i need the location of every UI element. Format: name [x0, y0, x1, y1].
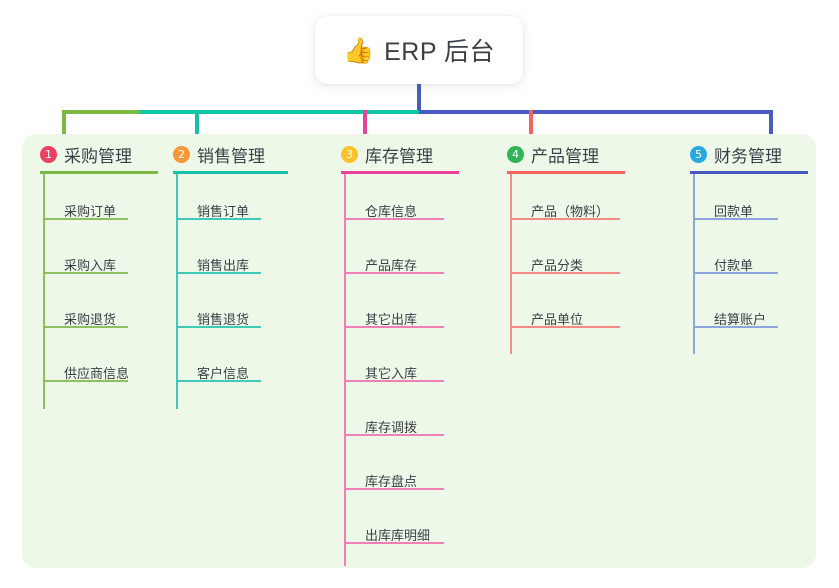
leaf-item-rule	[510, 218, 620, 220]
leaf-item-rule	[344, 218, 444, 220]
leaf-item-label[interactable]: 库存调拨	[365, 420, 418, 435]
branch-header-inventory[interactable]: 3 库存管理	[341, 142, 433, 167]
leaf-item-label[interactable]: 采购订单	[64, 204, 117, 219]
branch-badge-inventory: 3	[341, 146, 358, 163]
connector-drop-product	[529, 110, 533, 146]
branch-spine-finance	[693, 174, 695, 354]
leaf-item-rule	[693, 272, 778, 274]
leaf-item-label[interactable]: 销售订单	[197, 204, 250, 219]
branch-title-product: 产品管理	[531, 147, 599, 166]
connector-bus-teal	[140, 110, 419, 114]
leaf-item-rule	[43, 218, 128, 220]
leaf-item-rule	[510, 272, 620, 274]
leaf-item-rule	[693, 218, 778, 220]
branch-header-product[interactable]: 4 产品管理	[507, 142, 599, 167]
connector-bus-green	[62, 110, 140, 114]
leaf-item-rule	[43, 380, 128, 382]
leaf-item-rule	[43, 272, 128, 274]
leaf-item-label[interactable]: 销售退货	[197, 312, 250, 327]
branch-rule-purchase	[40, 171, 158, 174]
leaf-item-label[interactable]: 产品（物料）	[531, 204, 610, 219]
connector-bus-blue	[419, 110, 773, 114]
branch-header-sales[interactable]: 2 销售管理	[173, 142, 265, 167]
connector-trunk	[417, 84, 421, 111]
leaf-item-label[interactable]: 产品单位	[531, 312, 584, 327]
leaf-item-rule	[176, 326, 261, 328]
leaf-item-label[interactable]: 产品库存	[365, 258, 418, 273]
branch-badge-product: 4	[507, 146, 524, 163]
leaf-item-label[interactable]: 采购入库	[64, 258, 117, 273]
thumbs-up-icon: 👍	[342, 35, 375, 65]
connector-drop-sales	[195, 110, 199, 146]
leaf-item-label[interactable]: 回款单	[714, 204, 754, 219]
leaf-item-rule	[344, 434, 444, 436]
branch-rule-inventory	[341, 171, 459, 174]
leaf-item-label[interactable]: 仓库信息	[365, 204, 418, 219]
leaf-item-rule	[693, 326, 778, 328]
leaf-item-label[interactable]: 供应商信息	[64, 366, 130, 381]
leaf-item-rule	[43, 326, 128, 328]
branch-badge-finance: 5	[690, 146, 707, 163]
branch-rule-sales	[173, 171, 288, 174]
leaf-item-rule	[344, 380, 444, 382]
branch-title-purchase: 采购管理	[64, 147, 132, 166]
connector-drop-finance	[769, 110, 773, 146]
leaf-item-rule	[344, 272, 444, 274]
leaf-item-rule	[176, 380, 261, 382]
leaf-item-label[interactable]: 其它出库	[365, 312, 418, 327]
root-node-card[interactable]: 👍 ERP 后台	[315, 16, 523, 84]
branch-badge-purchase: 1	[40, 146, 57, 163]
branch-title-sales: 销售管理	[197, 147, 265, 166]
connector-drop-inventory	[363, 110, 367, 146]
branch-title-inventory: 库存管理	[365, 147, 433, 166]
leaf-item-label[interactable]: 采购退货	[64, 312, 117, 327]
branch-spine-purchase	[43, 174, 45, 409]
connector-drop-purchase	[62, 110, 66, 146]
branch-spine-sales	[176, 174, 178, 409]
branch-badge-sales: 2	[173, 146, 190, 163]
leaf-item-label[interactable]: 库存盘点	[365, 474, 418, 489]
leaf-item-label[interactable]: 付款单	[714, 258, 754, 273]
leaf-item-rule	[176, 272, 261, 274]
leaf-item-label[interactable]: 结算账户	[714, 312, 767, 327]
leaf-item-label[interactable]: 其它入库	[365, 366, 418, 381]
leaf-item-label[interactable]: 出库库明细	[365, 528, 431, 543]
root-node-title: ERP 后台	[384, 38, 496, 66]
leaf-item-label[interactable]: 产品分类	[531, 258, 584, 273]
leaf-item-rule	[510, 326, 620, 328]
branch-header-finance[interactable]: 5 财务管理	[690, 142, 782, 167]
branch-spine-inventory	[344, 174, 346, 566]
branch-rule-finance	[690, 171, 808, 174]
leaf-item-rule	[344, 326, 444, 328]
branch-title-finance: 财务管理	[714, 147, 782, 166]
leaf-item-rule	[176, 218, 261, 220]
branches-panel: 1 采购管理采购订单采购入库采购退货供应商信息 2 销售管理销售订单销售出库销售退货客…	[22, 134, 816, 568]
leaf-item-label[interactable]: 客户信息	[197, 366, 250, 381]
leaf-item-rule	[344, 488, 444, 490]
branch-header-purchase[interactable]: 1 采购管理	[40, 142, 132, 167]
leaf-item-label[interactable]: 销售出库	[197, 258, 250, 273]
branch-spine-product	[510, 174, 512, 354]
branch-rule-product	[507, 171, 625, 174]
leaf-item-rule	[344, 542, 444, 544]
